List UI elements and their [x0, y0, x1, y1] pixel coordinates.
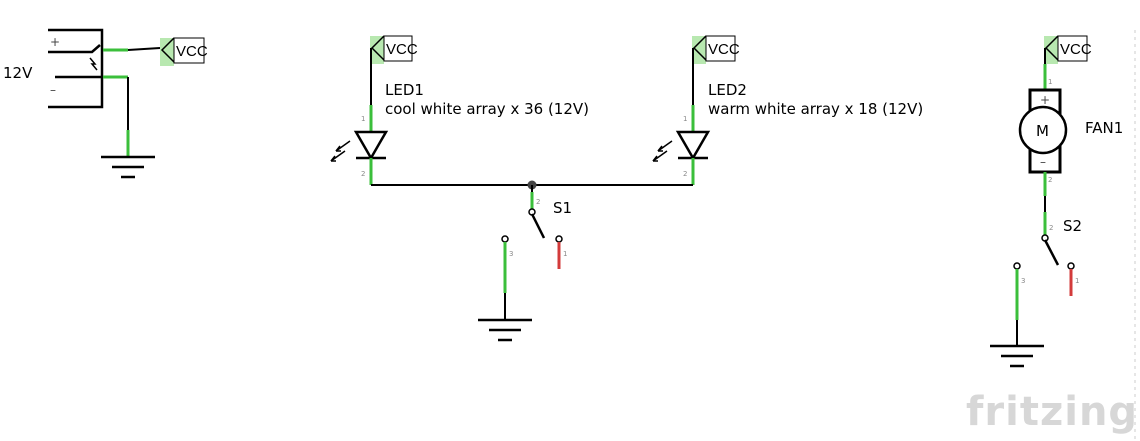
led1-light-icon [330, 140, 351, 162]
vcc-flag-4[interactable]: VCC [1044, 35, 1092, 64]
fan-motor-symbol[interactable]: M + – [1018, 88, 1068, 174]
vcc-label-2: VCC [386, 41, 418, 58]
supply-minus-sign: – [50, 83, 56, 97]
s2-pin3-label: 3 [1021, 277, 1025, 285]
led2-description: warm white array x 18 (12V) [708, 100, 923, 118]
led2-pin2-label: 2 [683, 170, 687, 178]
led1-pin1-label: 1 [361, 115, 365, 123]
s2-pin2-label: 2 [1049, 224, 1053, 232]
vcc-label-3: VCC [708, 41, 740, 58]
wire-supply-vcc[interactable] [127, 47, 161, 51]
fan-pin1-label: 1 [1048, 78, 1052, 86]
fan-motor-letter: M [1036, 122, 1049, 140]
s1-contact-1 [555, 235, 563, 243]
vcc-label-1: VCC [176, 43, 208, 60]
led1-pin2-label: 2 [361, 170, 365, 178]
led1-description: cool white array x 36 (12V) [385, 100, 589, 118]
s2-lever[interactable] [1043, 239, 1060, 266]
fan-minus-sign: – [1040, 155, 1046, 169]
s1-pin1-label: 1 [563, 250, 567, 258]
s2-contact-3 [1013, 262, 1021, 270]
vcc-flag-1[interactable]: VCC [160, 37, 208, 66]
fritzing-logo: fritzing [966, 389, 1138, 435]
led1-symbol[interactable] [330, 130, 389, 162]
s1-lever[interactable] [530, 213, 546, 239]
led2-symbol[interactable] [652, 130, 711, 162]
led2-light-icon [652, 140, 673, 162]
fan-plus-sign: + [1040, 93, 1050, 107]
supply-bolt-icon [89, 57, 98, 71]
vcc-flag-2[interactable]: VCC [370, 35, 418, 64]
s2-name: S2 [1063, 217, 1082, 235]
ground-symbol-1 [101, 155, 155, 179]
ground-symbol-3 [990, 344, 1044, 368]
s2-contact-1 [1067, 262, 1075, 270]
ground-symbol-2 [478, 318, 532, 342]
fan-pin2-label: 2 [1048, 176, 1052, 184]
s1-name: S1 [553, 199, 572, 217]
s1-contact-3 [501, 235, 509, 243]
s1-pin3-label: 3 [509, 250, 513, 258]
s2-pin1-label: 1 [1075, 277, 1079, 285]
led1-name: LED1 [385, 81, 424, 99]
s1-pin2-label: 2 [536, 198, 540, 206]
power-supply[interactable]: + – 12V [3, 28, 104, 109]
supply-plus-sign: + [50, 35, 60, 49]
supply-label: 12V [3, 64, 33, 82]
led2-name: LED2 [708, 81, 747, 99]
led2-pin1-label: 1 [683, 115, 687, 123]
vcc-flag-3[interactable]: VCC [692, 35, 740, 64]
fan-name: FAN1 [1085, 119, 1123, 137]
vcc-label-4: VCC [1060, 41, 1092, 58]
